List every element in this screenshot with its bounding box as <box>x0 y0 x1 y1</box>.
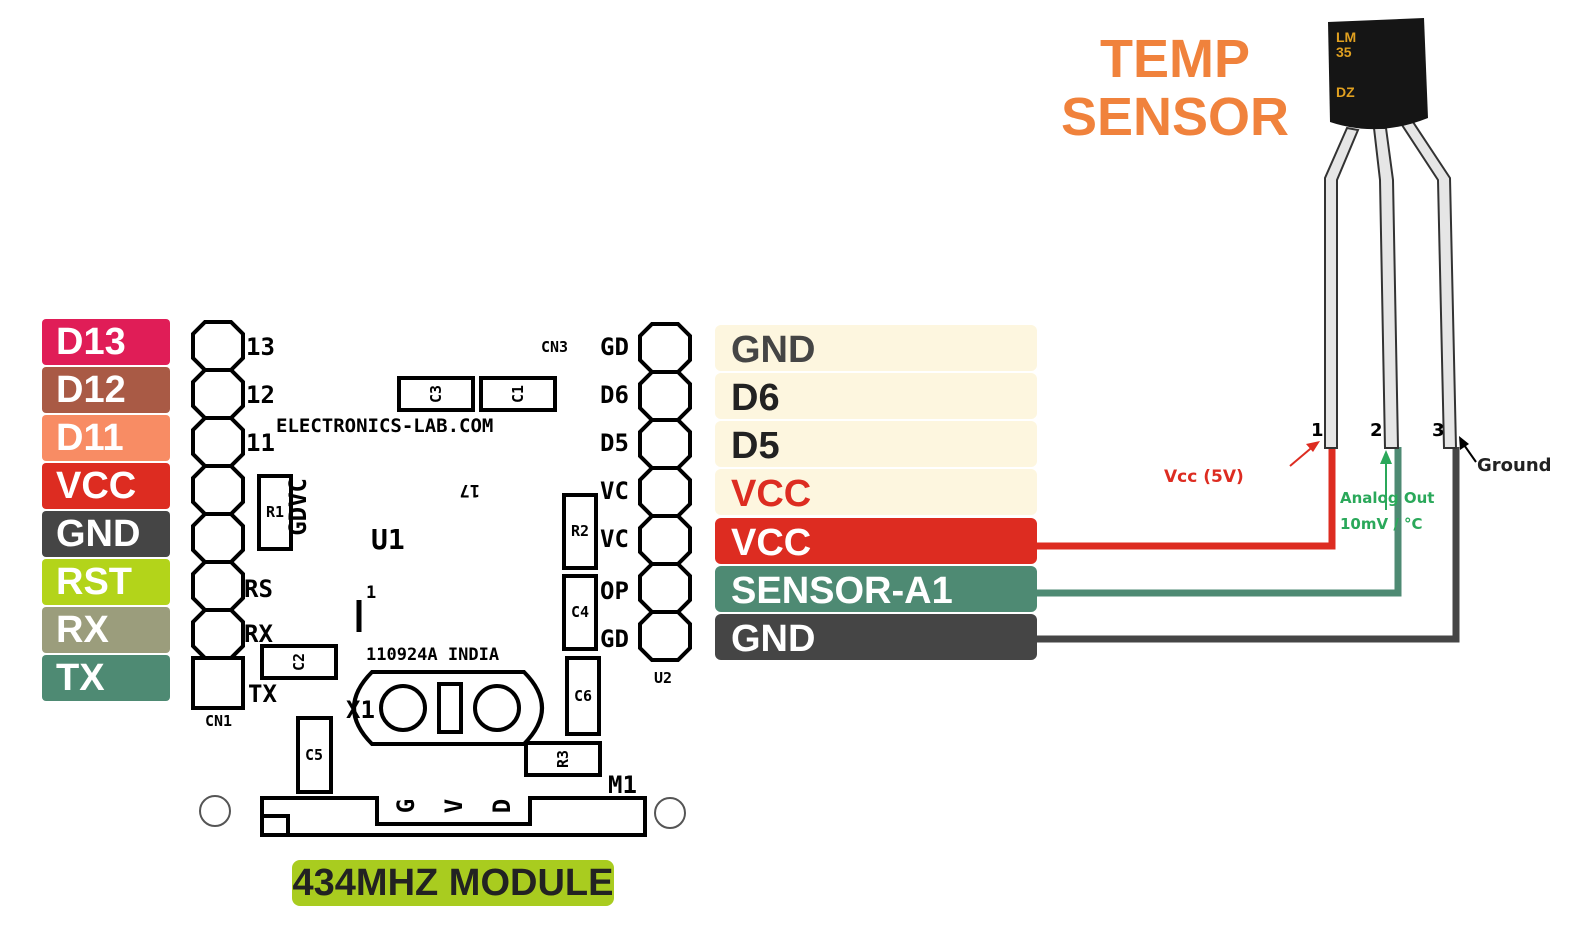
sensor-leg-1 <box>1324 126 1360 449</box>
r1-label: R1 <box>266 503 284 521</box>
analog-annotation-line1: Analog Out <box>1340 489 1434 507</box>
sensor-title-line2: SENSOR <box>1060 87 1290 147</box>
analog-annotation-line2: 10mV / °C <box>1340 515 1423 533</box>
c5-outline <box>296 716 333 794</box>
u2-header <box>638 322 692 662</box>
c1-label: C1 <box>509 385 527 403</box>
cn3-name: CN3 <box>541 338 568 356</box>
c6-outline <box>565 656 601 736</box>
c3-outline <box>397 376 475 412</box>
m1-outline <box>260 796 647 837</box>
left-pin-d12: D12 <box>42 367 170 413</box>
sensor-title-line1: TEMP <box>1099 29 1250 89</box>
sensor-annotations: 1 2 3 Vcc (5V) Analog Out 10mV / °C Grou… <box>1164 420 1552 533</box>
right-pin-gnd-top: GND <box>715 325 1037 371</box>
u2-label-vc-2: VC <box>600 525 629 553</box>
u1-pin1-mark: 1 <box>366 583 376 603</box>
analog-arrow-icon <box>1380 450 1392 464</box>
x1-label: X1 <box>346 696 375 724</box>
pin-number-3: 3 <box>1432 420 1445 441</box>
c1-outline <box>479 376 557 412</box>
c4-label: C4 <box>571 603 589 621</box>
cn1-label-13: 13 <box>246 333 275 361</box>
mounting-hole-right <box>654 797 686 829</box>
left-pin-tx: TX <box>42 655 170 701</box>
signal-wire <box>1037 447 1402 597</box>
c3-label: C3 <box>427 385 445 403</box>
right-pin-d6: D6 <box>715 373 1037 419</box>
lm35-sensor: LM 35 DZ <box>1324 18 1458 449</box>
cn1-label-12: 12 <box>246 381 275 409</box>
sensor-leg-3 <box>1400 120 1458 449</box>
cn1-label-rs: RS <box>244 575 273 603</box>
sensor-body-text-dz: DZ <box>1336 84 1355 100</box>
u1-label: U1 <box>371 523 405 556</box>
code-text: 110924A INDIA <box>366 645 499 665</box>
r1-side-label: GDVC <box>284 478 312 536</box>
m1-pin-g: G <box>392 799 420 813</box>
r2-outline <box>562 493 598 570</box>
right-pin-d5: D5 <box>715 421 1037 467</box>
left-pin-rst: RST <box>42 559 170 605</box>
u2-label-gd-bottom: GD <box>600 625 629 653</box>
right-pin-gnd-bottom: GND <box>715 614 1037 660</box>
c5-label: C5 <box>305 746 323 764</box>
c2-label: C2 <box>290 653 308 671</box>
site-text: ELECTRONICS-LAB.COM <box>276 415 493 437</box>
left-pin-rx: RX <box>42 607 170 653</box>
cn1-label-tx: TX <box>248 680 277 708</box>
pin-number-1: 1 <box>1311 420 1324 441</box>
left-pin-gnd: GND <box>42 511 170 557</box>
c4-outline <box>562 574 598 651</box>
u2-name: U2 <box>654 669 672 687</box>
sensor-leg-2 <box>1372 127 1400 449</box>
ground-wire <box>1037 447 1460 643</box>
cn1-label-rx: RX <box>244 620 273 648</box>
u2-label-d6: D6 <box>600 381 629 409</box>
m1-pin-d: D <box>488 799 516 813</box>
module-label: 434MHZ MODULE <box>292 860 614 906</box>
pcb-components <box>257 376 647 837</box>
r1-outline <box>257 474 293 551</box>
vcc-arrow-icon <box>1306 441 1320 452</box>
cn1-header <box>191 320 245 710</box>
vcc-annotation: Vcc (5V) <box>1164 467 1244 487</box>
r2-label: R2 <box>571 522 589 540</box>
left-pin-d11: D11 <box>42 415 170 461</box>
u2-label-vc-1: VC <box>600 477 629 505</box>
c6-label: C6 <box>574 687 592 705</box>
m1-pin-v: V <box>440 799 468 813</box>
sensor-body-text-lm: LM <box>1336 29 1356 45</box>
right-pin-sensor-a1: SENSOR-A1 <box>715 566 1037 612</box>
u1-mirror-label: 17 <box>460 480 480 500</box>
sensor-body-text-35: 35 <box>1336 44 1352 60</box>
sensor-title: TEMP SENSOR <box>1050 30 1300 146</box>
crystal-outline <box>352 670 544 746</box>
m1-label: M1 <box>608 771 637 799</box>
right-pin-vcc-2: VCC <box>715 518 1037 564</box>
pin-number-2: 2 <box>1370 420 1383 441</box>
cn1-label-11: 11 <box>246 429 275 457</box>
r3-label: R3 <box>554 750 572 768</box>
u2-label-gd-top: GD <box>600 333 629 361</box>
left-pin-vcc: VCC <box>42 463 170 509</box>
vcc-wire <box>1037 447 1336 550</box>
left-pin-d13: D13 <box>42 319 170 365</box>
cn1-name: CN1 <box>205 712 232 730</box>
c2-outline <box>260 644 338 680</box>
right-pin-vcc-1: VCC <box>715 469 1037 515</box>
mounting-hole-left <box>199 795 231 827</box>
sensor-body <box>1328 18 1428 130</box>
u2-label-op: OP <box>600 577 629 605</box>
ground-arrow-icon <box>1459 436 1469 450</box>
r3-outline <box>524 741 602 777</box>
u2-label-d5: D5 <box>600 429 629 457</box>
wires <box>1037 447 1460 643</box>
ground-annotation: Ground <box>1477 455 1552 476</box>
pcb-text: 13 12 11 RS RX TX CN1 CN3 GD D6 D5 VC VC… <box>205 333 672 813</box>
